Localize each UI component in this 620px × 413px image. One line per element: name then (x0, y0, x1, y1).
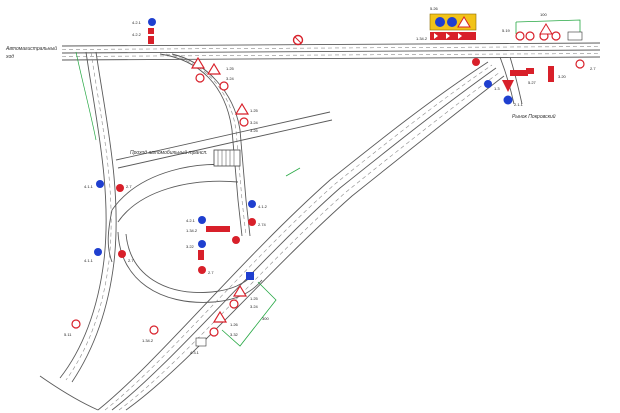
sign-code: 3.32 (230, 332, 239, 337)
dimension-top: 100 (540, 12, 547, 17)
sign-code: 2.7 (208, 270, 214, 275)
curved-ramp (159, 53, 251, 237)
sign-code: 5.11 (64, 332, 72, 337)
sign-code: 1.3 (494, 86, 500, 91)
sign-code: 3.24 (250, 120, 259, 125)
sign-code: 4.2.2 (132, 32, 142, 37)
sign-code: 1.25 (250, 296, 259, 301)
sign-code: 4.1.1 (84, 258, 94, 263)
sign-code: 4.1.1 (84, 184, 94, 189)
sign-group-loop: 4.1.1 2.7 4.1.1 2.7 (84, 180, 134, 263)
sign-code: 2.7 (128, 258, 134, 263)
sign-code: 4.1.2 (258, 204, 268, 209)
sign-group-bottom-left: 5.11 1.34.2 (64, 319, 159, 343)
right-connector (499, 56, 523, 105)
overpass-road (115, 111, 333, 169)
sign-code: 2.7 (126, 184, 132, 189)
sign-code: 2.1.1 (514, 102, 524, 107)
sign-group-top-left: 4.2.1 4.2.2 (132, 18, 156, 44)
sign-code: 3.20 (558, 74, 567, 79)
sign-code: 3.24 (226, 76, 235, 81)
main-highway (61, 42, 601, 61)
sign-code: 3.24 (250, 304, 259, 309)
sign-no-turn-top (292, 34, 304, 46)
sign-group-ramp-top: 1.25 3.24 1.25 3.24 3.25 (190, 56, 259, 133)
diagonal-road (39, 61, 505, 411)
sign-group-center: 4.2.1 1.34.2 3.22 2.7 4.1.2 2.74 (186, 200, 268, 275)
sign-group-right: 2.7 1.3 2.1.1 5.27 3.20 5.19 (472, 23, 596, 107)
sign-board-top-right: 5.26 1.34.2 (416, 6, 477, 41)
sign-code: 5.19 (502, 28, 511, 33)
sign-code: 1.26 (230, 322, 239, 327)
sign-code: 2.74 (258, 222, 267, 227)
sign-code: 1.34.2 (142, 338, 154, 343)
green-markings (221, 19, 581, 347)
highway-name-label: Автомагистральный (5, 45, 57, 52)
highway-name-label-2: ход (5, 54, 14, 60)
sign-code: 3.22 (186, 244, 195, 249)
sign-code: 5.27 (528, 80, 537, 85)
sign-code: 1.25 (250, 108, 259, 113)
sign-code: 4.3.1 (190, 350, 200, 355)
sign-code: 4.2.1 (186, 218, 196, 223)
sign-code: 3.25 (250, 128, 259, 133)
sign-code: 4.2.1 (132, 20, 142, 25)
market-name-label: Рынок Покровский (512, 113, 556, 120)
sign-code: 5.26 (430, 6, 439, 11)
sign-code: 1.34.2 (186, 228, 198, 233)
sign-code: 2.7 (590, 66, 596, 71)
sign-code: 1.34.2 (416, 36, 428, 41)
sign-code: 1.25 (226, 66, 235, 71)
sign-group-lower: 1.25 3.24 1.26 3.32 4.3.1 (190, 272, 259, 355)
overpass-note-label: Проход автомобильный трансп. (130, 149, 208, 156)
dimension-right: 300 (262, 316, 269, 321)
